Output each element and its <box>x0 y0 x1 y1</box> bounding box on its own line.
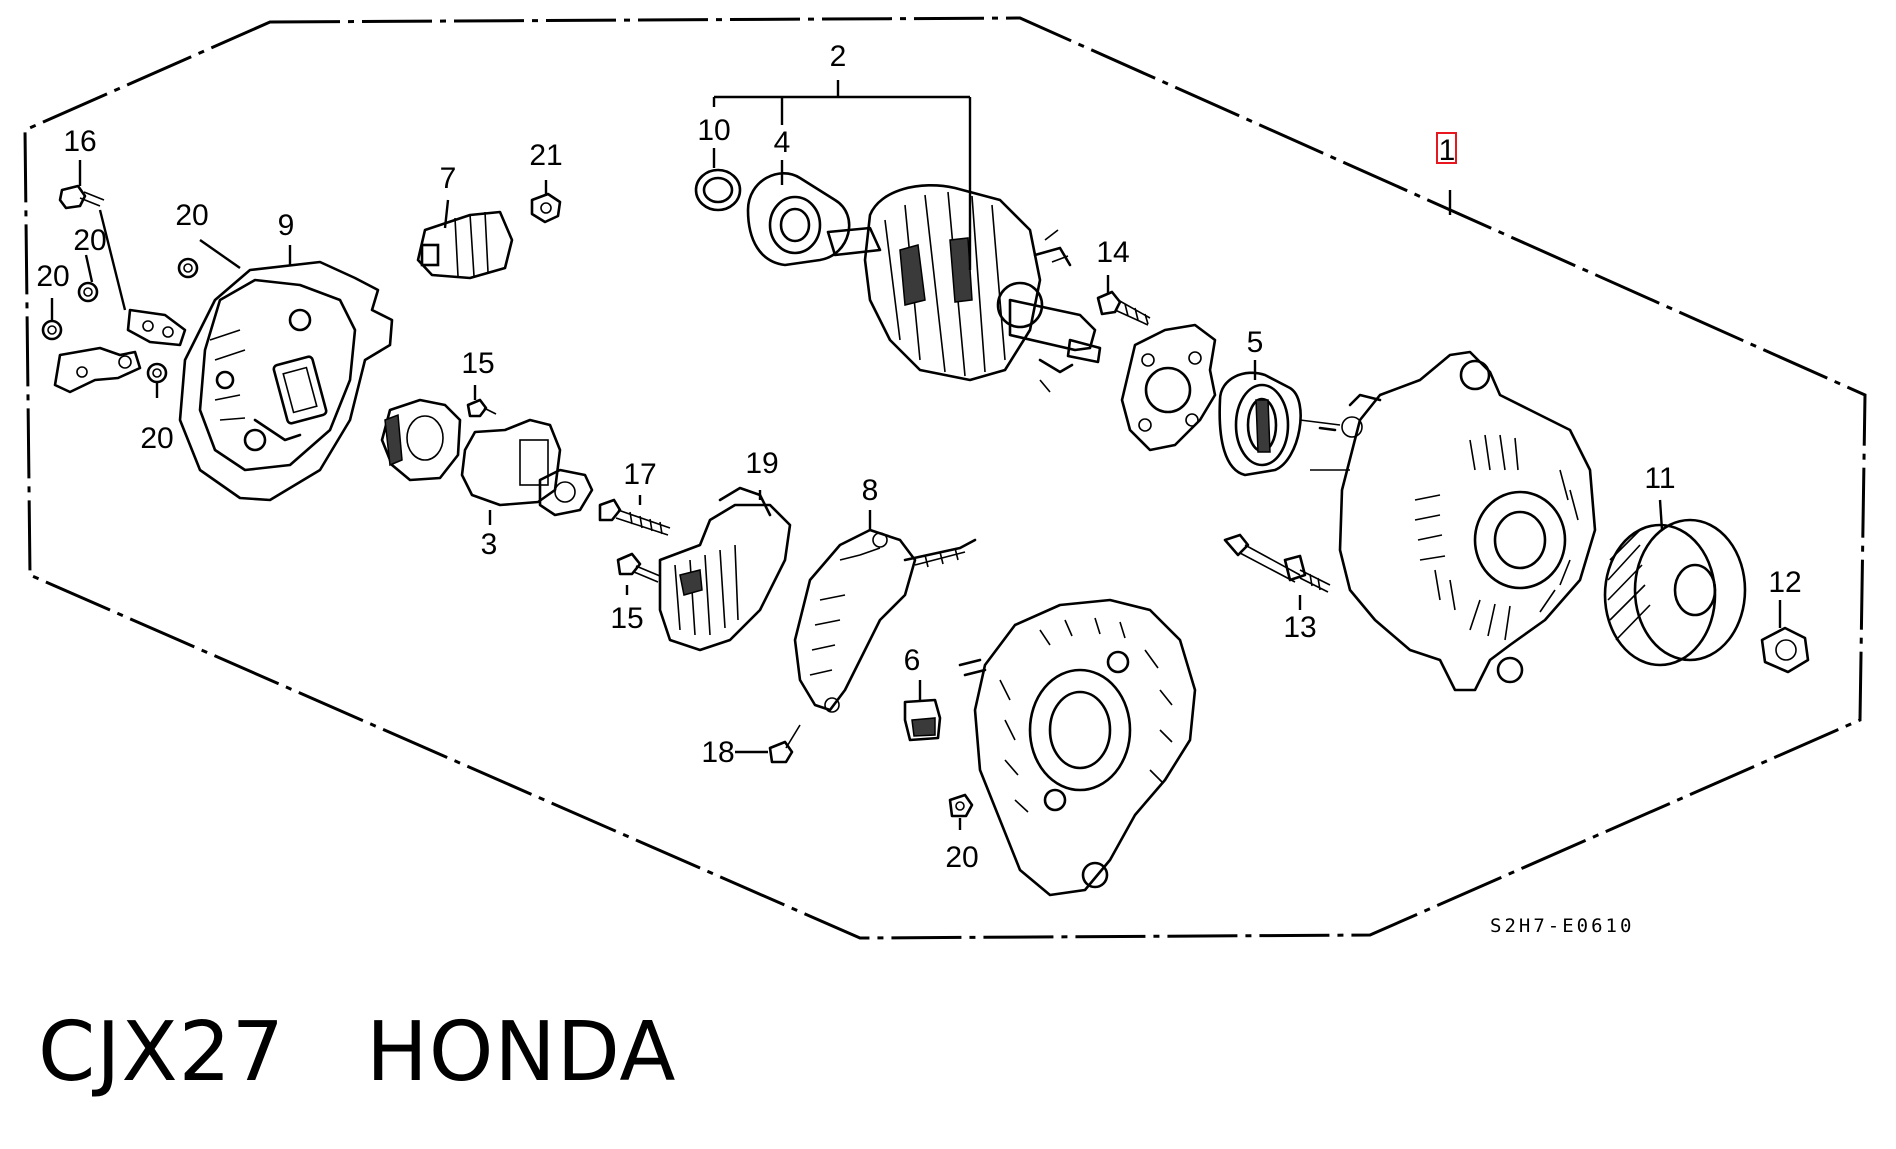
callout-8[interactable]: 8 <box>862 474 879 507</box>
nut-part-20-e[interactable] <box>948 793 974 818</box>
callout-13[interactable]: 13 <box>1283 611 1316 644</box>
rotor-part-2[interactable] <box>826 184 1102 393</box>
callout-16[interactable]: 16 <box>63 125 96 158</box>
screw-part-15-upper[interactable] <box>466 398 497 418</box>
callout-15-lower[interactable]: 15 <box>610 602 643 635</box>
callout-1[interactable]: 1 <box>1439 134 1456 167</box>
callout-7[interactable]: 7 <box>440 162 457 195</box>
callouts: 1 2 3 4 5 6 7 8 9 10 11 12 13 14 15 15 1… <box>36 40 1801 874</box>
nut-part-20-c[interactable] <box>177 257 199 279</box>
callout-3[interactable]: 3 <box>481 528 498 561</box>
nut-part-20-d[interactable] <box>146 362 168 384</box>
screw-part-18[interactable] <box>768 724 801 764</box>
callout-20-d[interactable]: 20 <box>140 422 173 455</box>
diagram-code: S2H7-E0610 <box>1490 915 1635 937</box>
drive-end-housing[interactable] <box>958 598 1197 897</box>
terminal-insulator-part-7[interactable] <box>416 210 514 280</box>
callout-11[interactable]: 11 <box>1644 462 1675 495</box>
retaining-plate[interactable] <box>1120 323 1217 452</box>
callout-5[interactable]: 5 <box>1247 326 1264 359</box>
nut-part-21[interactable] <box>530 192 562 224</box>
insulator-plate[interactable] <box>53 346 142 394</box>
bolt-part-16[interactable] <box>58 184 105 210</box>
seal-ring-part-10[interactable] <box>694 168 742 212</box>
page-caption: CJX27 HONDA <box>38 1005 677 1100</box>
callout-20-e[interactable]: 20 <box>945 841 978 874</box>
bolt-part-14[interactable] <box>1096 290 1151 326</box>
terminal-bracket[interactable] <box>126 308 187 347</box>
terminal-bolts-part-13[interactable] <box>1223 533 1331 593</box>
rectifier-holder-part-19[interactable] <box>658 486 792 652</box>
brush-holder[interactable] <box>380 398 462 482</box>
screw-part-15-lower[interactable] <box>616 552 661 583</box>
callout-12[interactable]: 12 <box>1768 566 1801 599</box>
nut-part-20-a[interactable] <box>77 281 99 303</box>
callout-14[interactable]: 14 <box>1096 236 1129 269</box>
pulley-part-11[interactable] <box>1603 518 1747 667</box>
callout-21[interactable]: 21 <box>529 139 562 172</box>
bearing-part-5[interactable] <box>1218 371 1302 477</box>
alternator-assembly-part-1[interactable] <box>1299 350 1597 692</box>
callout-19[interactable]: 19 <box>745 447 778 480</box>
leader-lines <box>50 80 1782 830</box>
callout-15-upper[interactable]: 15 <box>461 347 494 380</box>
assembly-boundary <box>23 16 1867 940</box>
highlight-box <box>1436 132 1457 164</box>
callout-6[interactable]: 6 <box>904 644 921 677</box>
callout-20-a[interactable]: 20 <box>175 199 208 232</box>
rear-cover-part-9[interactable] <box>178 260 394 502</box>
callout-2[interactable]: 2 <box>830 40 847 73</box>
bolt-part-17[interactable] <box>598 498 671 536</box>
rectifier-part-8[interactable] <box>793 528 977 713</box>
nut-part-12[interactable] <box>1760 626 1810 674</box>
callout-20-b[interactable]: 20 <box>73 224 106 257</box>
regulator-part-3[interactable] <box>460 418 594 517</box>
callout-17[interactable]: 17 <box>623 458 656 491</box>
callout-10[interactable]: 10 <box>697 114 730 147</box>
callout-4[interactable]: 4 <box>774 126 791 159</box>
callout-18[interactable]: 18 <box>701 736 734 769</box>
insulator-part-6[interactable] <box>903 698 942 742</box>
nut-part-20-b[interactable] <box>41 319 63 341</box>
callout-9[interactable]: 9 <box>278 209 295 242</box>
callout-20-c[interactable]: 20 <box>36 260 69 293</box>
